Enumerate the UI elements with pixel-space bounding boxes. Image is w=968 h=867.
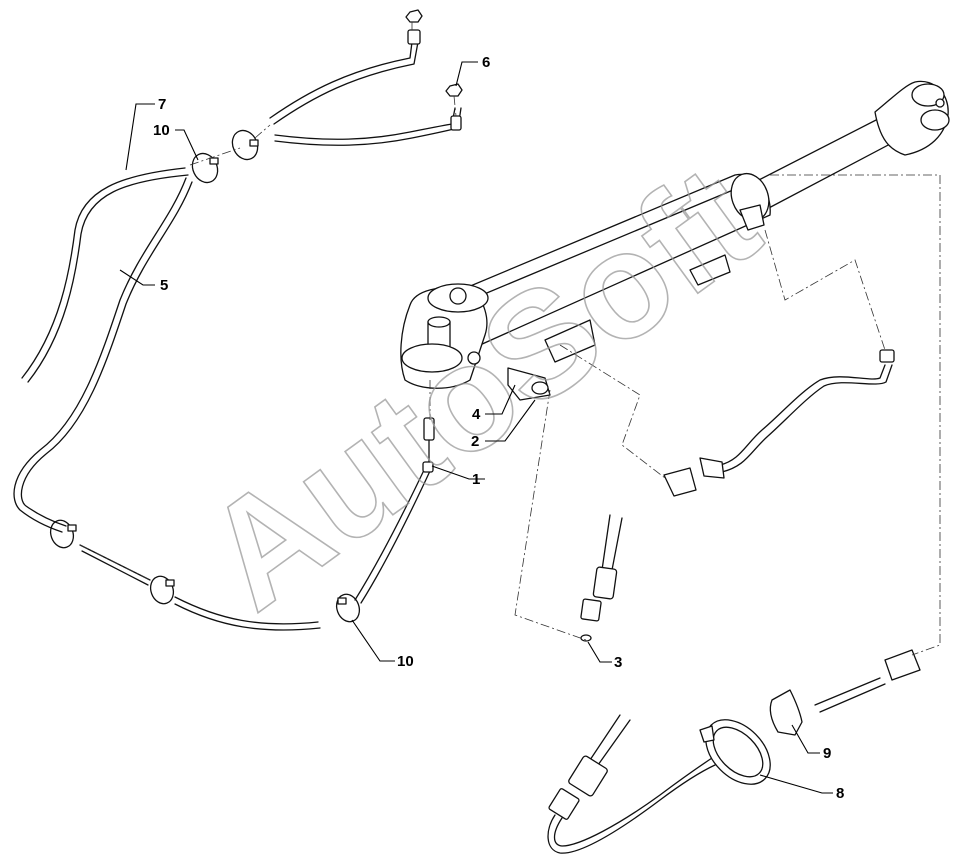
callout-7: 7	[158, 96, 166, 113]
watermark: AutoSoft	[175, 133, 786, 641]
pipe-bottom	[547, 649, 921, 854]
hose-3	[580, 514, 623, 642]
pipe-upper	[269, 29, 462, 146]
hose-5	[13, 177, 193, 533]
nut-6	[405, 9, 463, 97]
callout-1: 1	[472, 471, 480, 488]
hose-7	[21, 167, 189, 383]
callout-10-top: 10	[153, 122, 170, 139]
fitting-4	[507, 367, 551, 401]
pipe-right	[663, 349, 895, 497]
hose-lower	[79, 467, 431, 631]
bracket-9	[769, 689, 803, 736]
callout-10-bottom: 10	[397, 653, 414, 670]
callout-3: 3	[614, 654, 622, 671]
callout-6: 6	[482, 54, 490, 71]
callout-8: 8	[836, 785, 844, 802]
callout-4: 4	[472, 406, 481, 423]
steering-cylinder	[400, 80, 950, 389]
callout-5: 5	[160, 277, 168, 294]
clamp-8	[699, 719, 771, 785]
callout-2: 2	[471, 433, 479, 450]
leader-lines	[119, 61, 833, 794]
dash-lines	[79, 22, 941, 656]
callout-9: 9	[823, 745, 831, 762]
